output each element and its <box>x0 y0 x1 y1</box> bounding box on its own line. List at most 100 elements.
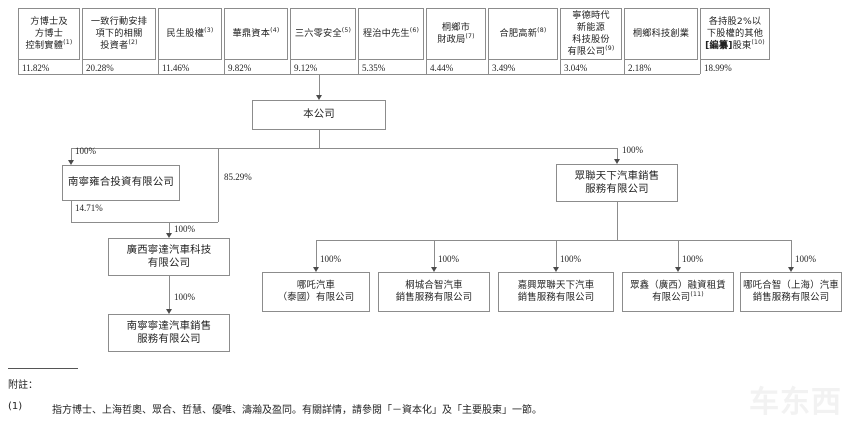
holding-feed-line <box>71 148 72 160</box>
node-label: 南寧雍合投資有限公司 <box>68 176 174 189</box>
child-drop-1 <box>434 240 435 267</box>
shareholder-pct-4: 9.12% <box>294 63 318 73</box>
hub-children-bar <box>316 240 791 241</box>
shareholder-box-8[interactable]: 寧德時代新能源科技股份有限公司(9) <box>560 8 622 60</box>
shareholder-pct-10: 18.99% <box>704 63 732 73</box>
shareholder-box-3[interactable]: 華鼎資本(4) <box>224 8 288 60</box>
tech-join-bar <box>71 222 218 223</box>
node-label: 嘉興眾聯天下汽車銷售服務有限公司 <box>517 279 595 303</box>
footnote-number: (1) <box>8 401 23 412</box>
node-label: 寧德時代新能源科技股份有限公司(9) <box>567 10 615 57</box>
child-arrow-4 <box>787 267 794 272</box>
node-label: 程治中先生(6) <box>362 27 420 40</box>
subsidiary-box-4[interactable]: 哪吒合智（上海）汽車銷售服務有限公司 <box>740 272 842 312</box>
sales-feed-pct: 100% <box>174 292 195 302</box>
node-label: 廣西寧達汽車科技有限公司 <box>126 243 212 269</box>
node-label: 眾鑫（廣西）融資租賃有限公司(11) <box>630 279 726 303</box>
shareholder-box-0[interactable]: 方博士及方博士控制實體(1) <box>18 8 80 60</box>
direct-stake-pct: 85.29% <box>224 172 252 182</box>
child-arrow-3 <box>674 267 681 272</box>
shareholder-box-2[interactable]: 民生股權(3) <box>158 8 222 60</box>
parent-feed-arrow <box>315 95 322 100</box>
holding-out-pct: 14.71% <box>75 203 103 213</box>
subsidiary-box-0[interactable]: 哪吒汽車（泰國）有限公司 <box>262 272 370 312</box>
shareholder-drop-6 <box>426 60 427 74</box>
shareholder-drop-3 <box>224 60 225 74</box>
node-label: 桐鄉市財政局(7) <box>437 22 475 45</box>
node-label: 民生股權(3) <box>166 27 214 40</box>
shareholder-drop-8 <box>560 60 561 74</box>
subsidiary-box-3[interactable]: 眾鑫（廣西）融資租賃有限公司(11) <box>622 272 734 312</box>
footnote-title: 附註： <box>8 380 38 391</box>
shareholder-pct-5: 5.35% <box>362 63 386 73</box>
watermark: 车东西 <box>749 385 842 420</box>
subsidiary-box-2[interactable]: 嘉興眾聯天下汽車銷售服務有限公司 <box>498 272 614 312</box>
shareholder-box-5[interactable]: 程治中先生(6) <box>358 8 424 60</box>
child-pct-2: 100% <box>560 254 581 264</box>
shareholder-box-1[interactable]: 一致行動安排項下的相關投資者(2) <box>82 8 156 60</box>
shareholder-box-6[interactable]: 桐鄉市財政局(7) <box>426 8 486 60</box>
shareholder-box-7[interactable]: 合肥高新(8) <box>488 8 558 60</box>
hub-feed-arrow <box>613 159 620 164</box>
node-label: 眾聯天下汽車銷售服務有限公司 <box>574 169 660 195</box>
node-label: 南寧寧達汽車銷售服務有限公司 <box>126 319 212 345</box>
child-drop-0 <box>316 240 317 267</box>
child-arrow-2 <box>552 267 559 272</box>
hub-down-line <box>617 202 618 240</box>
node-label: 各持股2%以下股權的其他[編纂]股東(10) <box>705 16 765 51</box>
sales-feed-line <box>169 276 170 309</box>
footnote-rule <box>8 368 78 369</box>
shareholder-box-10[interactable]: 各持股2%以下股權的其他[編纂]股東(10) <box>700 8 770 60</box>
node-label: 本公司 <box>303 108 335 121</box>
shareholder-drop-5 <box>358 60 359 74</box>
shareholder-bus-bar <box>18 74 700 75</box>
shareholder-pct-2: 11.46% <box>162 63 190 73</box>
tech-feed-arrow <box>165 233 172 238</box>
shareholder-drop-7 <box>488 60 489 74</box>
shareholder-pct-6: 4.44% <box>430 63 454 73</box>
sales-company-box[interactable]: 南寧寧達汽車銷售服務有限公司 <box>108 314 230 352</box>
shareholder-drop-4 <box>290 60 291 74</box>
shareholder-drop-9 <box>624 60 625 74</box>
tech-feed-pct: 100% <box>174 224 195 234</box>
node-label: 方博士及方博士控制實體(1) <box>25 16 73 51</box>
sales-feed-arrow <box>165 309 172 314</box>
shareholder-drop-10 <box>700 60 701 74</box>
shareholder-pct-9: 2.18% <box>628 63 652 73</box>
child-pct-4: 100% <box>795 254 816 264</box>
node-label: 桐鄉科技創業 <box>632 28 690 40</box>
child-pct-3: 100% <box>682 254 703 264</box>
node-label: 合肥高新(8) <box>499 27 547 40</box>
child-pct-1: 100% <box>438 254 459 264</box>
holding-feed-pct: 100% <box>75 146 96 156</box>
shareholder-pct-8: 3.04% <box>564 63 588 73</box>
holding-company-box[interactable]: 南寧雍合投資有限公司 <box>62 165 180 201</box>
child-arrow-0 <box>312 267 319 272</box>
tech-feed-line <box>169 222 170 233</box>
parent-company-box[interactable]: 本公司 <box>252 100 386 130</box>
hub-feed-pct: 100% <box>622 145 643 155</box>
hub-company-box[interactable]: 眾聯天下汽車銷售服務有限公司 <box>556 164 678 202</box>
footnote-text: 指方博士、上海哲奧、眾合、哲慧、優唯、濤瀚及盈同。有關詳情，請參閱「－資本化」及… <box>52 405 542 416</box>
child-drop-3 <box>678 240 679 267</box>
parent-feed-line <box>319 74 320 95</box>
shareholder-box-9[interactable]: 桐鄉科技創業 <box>624 8 698 60</box>
parent-down-line <box>319 130 320 148</box>
child-pct-0: 100% <box>320 254 341 264</box>
shareholder-drop-1 <box>82 60 83 74</box>
shareholder-pct-3: 9.82% <box>228 63 252 73</box>
shareholder-pct-0: 11.82% <box>22 63 50 73</box>
tech-company-box[interactable]: 廣西寧達汽車科技有限公司 <box>108 238 230 276</box>
shareholder-drop-2 <box>158 60 159 74</box>
child-arrow-1 <box>430 267 437 272</box>
subsidiary-box-1[interactable]: 桐城合智汽車銷售服務有限公司 <box>378 272 490 312</box>
node-label: 哪吒合智（上海）汽車銷售服務有限公司 <box>743 279 839 303</box>
holding-feed-arrow <box>67 160 74 165</box>
hub-feed-line <box>617 148 618 159</box>
node-label: 三六零安全(5) <box>294 27 352 40</box>
node-label: 一致行動安排項下的相關投資者(2) <box>90 16 148 51</box>
shareholder-box-4[interactable]: 三六零安全(5) <box>290 8 356 60</box>
node-label: 哪吒汽車（泰國）有限公司 <box>277 279 355 303</box>
shareholder-pct-7: 3.49% <box>492 63 516 73</box>
